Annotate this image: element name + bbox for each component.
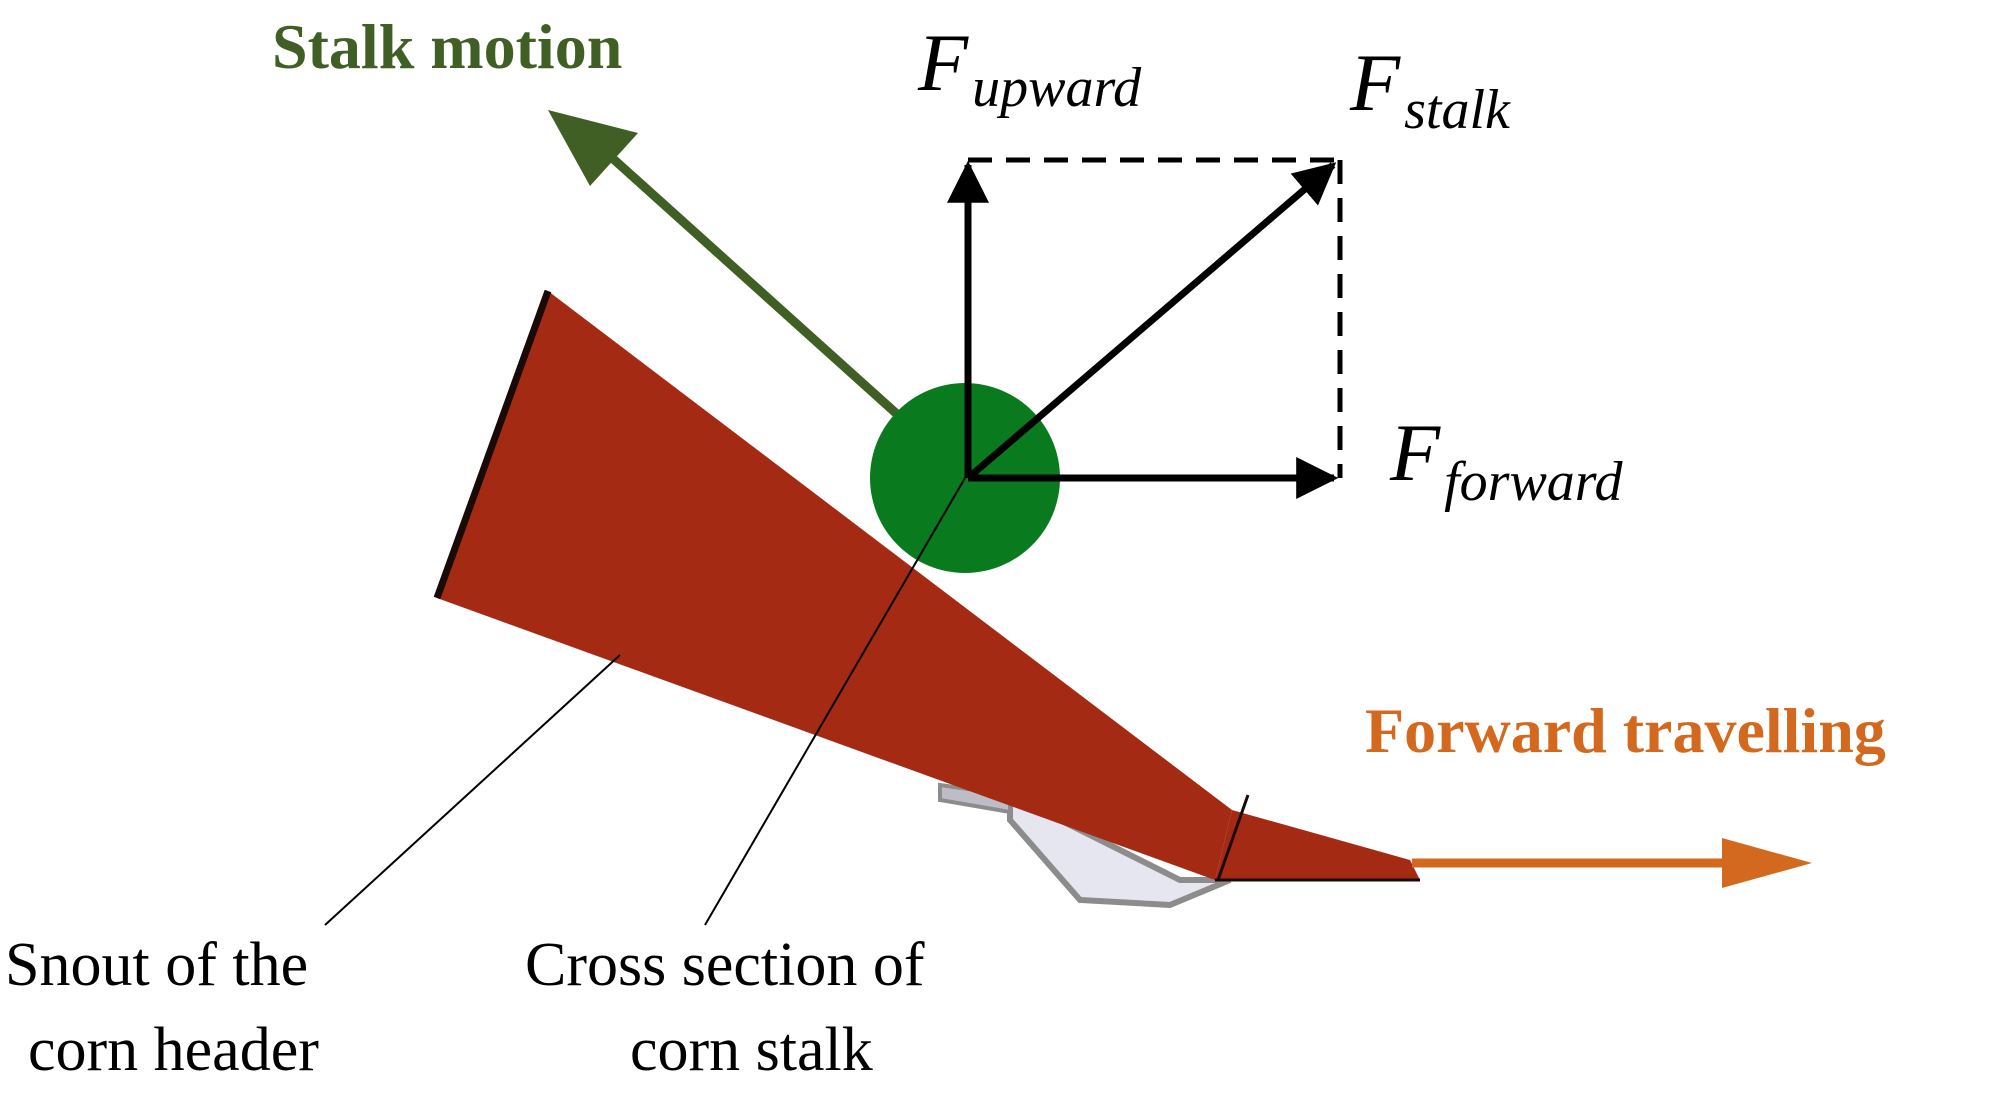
- snout-seam: [1216, 794, 1250, 881]
- f-upward-label: Fupward: [917, 17, 1142, 119]
- f-stalk-symbol: F: [1349, 37, 1401, 128]
- f-stalk-subscript: stalk: [1404, 79, 1511, 141]
- force-parallelogram: [968, 157, 1343, 478]
- f-forward-subscript: forward: [1444, 451, 1623, 513]
- forward-travelling-arrow: [1412, 838, 1812, 888]
- stalk-motion-arrow: [548, 110, 922, 437]
- snout-body: [437, 291, 1232, 880]
- stalk-motion-head: [548, 110, 638, 186]
- f-forward-label: Fforward: [1389, 407, 1624, 513]
- cross-section-label-line2: corn stalk: [630, 1016, 873, 1084]
- f-upward-subscript: upward: [972, 57, 1142, 119]
- cross-section-label-line1: Cross section of: [525, 931, 925, 999]
- snout-tip: [1215, 810, 1420, 880]
- leader-lines: [324, 477, 966, 926]
- f-stalk-label: Fstalk: [1349, 37, 1511, 141]
- forward-travelling-label: Forward travelling: [1365, 695, 1886, 766]
- snout-label-line2: corn header: [28, 1016, 319, 1084]
- forward-travelling-head: [1722, 838, 1812, 888]
- stalk-motion-label: Stalk motion: [272, 11, 622, 82]
- stalk-motion-shaft: [596, 143, 922, 437]
- f-stalk-arrow: [965, 162, 1337, 481]
- snout-leader-line: [324, 654, 621, 926]
- cross-section-leader-line: [704, 477, 966, 926]
- force-vectors: [947, 160, 1339, 499]
- snout-back-edge: [433, 289, 552, 600]
- f-upward-symbol: F: [917, 17, 969, 108]
- f-forward-symbol: F: [1389, 407, 1441, 498]
- snout-label-line1: Snout of the: [5, 931, 308, 999]
- corn-header-snout: [433, 289, 1420, 882]
